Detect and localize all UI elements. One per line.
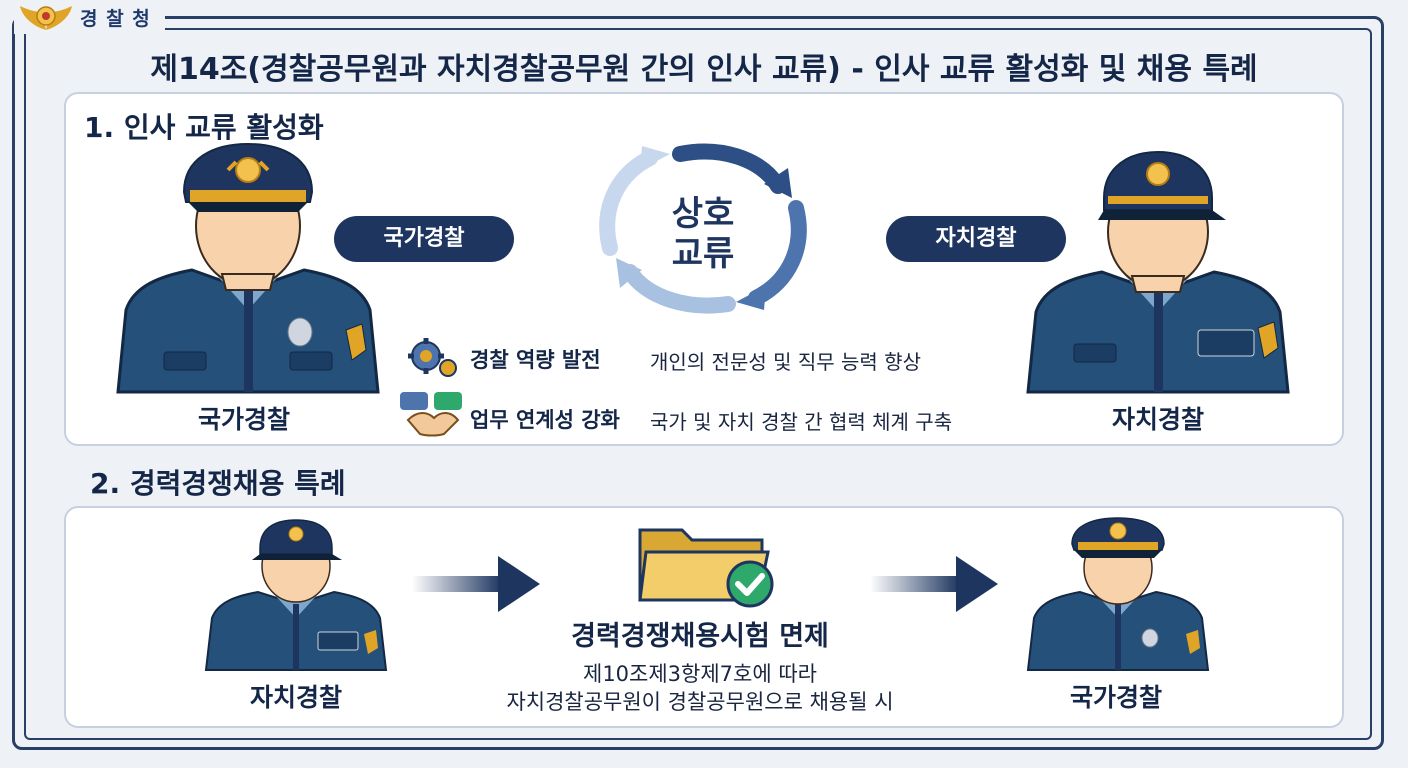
national-officer-illustration	[116, 142, 380, 394]
folder-check-icon	[638, 528, 774, 608]
page-title: 제14조(경찰공무원과 자치경찰공무원 간의 인사 교류) - 인사 교류 활성…	[150, 52, 1258, 87]
national-officer-small-illustration	[1026, 517, 1210, 671]
org-badge: 경 찰 청	[14, 0, 165, 34]
to-national-label: 국가경찰	[1069, 683, 1162, 712]
exemption-condition-line: 자치경찰공무원이 경찰공무원으로 채용될 시	[506, 690, 894, 714]
cycle-label-line2: 교류	[671, 234, 735, 274]
cycle-label: 상호 교류	[646, 194, 760, 274]
national-police-pill: 국가경찰	[334, 216, 514, 262]
local-officer-label: 자치경찰	[1111, 405, 1204, 434]
national-officer-label: 국가경찰	[197, 405, 290, 434]
exemption-basis-line: 제10조제3항제7호에 따라	[583, 662, 817, 686]
local-officer-small-illustration	[204, 519, 388, 671]
benefit-2-desc: 국가 및 자치 경찰 간 협력 체계 구축	[650, 410, 953, 434]
local-officer-illustration	[1026, 150, 1290, 394]
section1-title: 1. 인사 교류 활성화	[84, 111, 324, 144]
from-local-label: 자치경찰	[249, 683, 342, 712]
arrow-right-icon	[870, 556, 998, 612]
police-emblem-icon	[20, 6, 72, 30]
benefit-1-desc: 개인의 전문성 및 직무 능력 향상	[650, 350, 921, 374]
arrow-right-icon	[412, 556, 540, 612]
benefit-2-name: 업무 연계성 강화	[470, 408, 620, 432]
org-name: 경 찰 청	[80, 7, 151, 30]
exam-exemption-title: 경력경쟁채용시험 면제	[571, 621, 829, 652]
benefit-1-name: 경찰 역량 발전	[470, 348, 601, 372]
gear-icon	[408, 338, 457, 377]
outer-frame	[12, 16, 1384, 750]
handshake-icon	[400, 392, 462, 437]
inner-frame	[24, 28, 1372, 740]
cycle-label-line1: 상호	[671, 194, 735, 234]
exchange-cycle-arrows-icon	[599, 143, 807, 314]
local-police-pill: 자치경찰	[886, 216, 1066, 262]
section2-title: 2. 경력경쟁채용 특례	[90, 467, 346, 500]
